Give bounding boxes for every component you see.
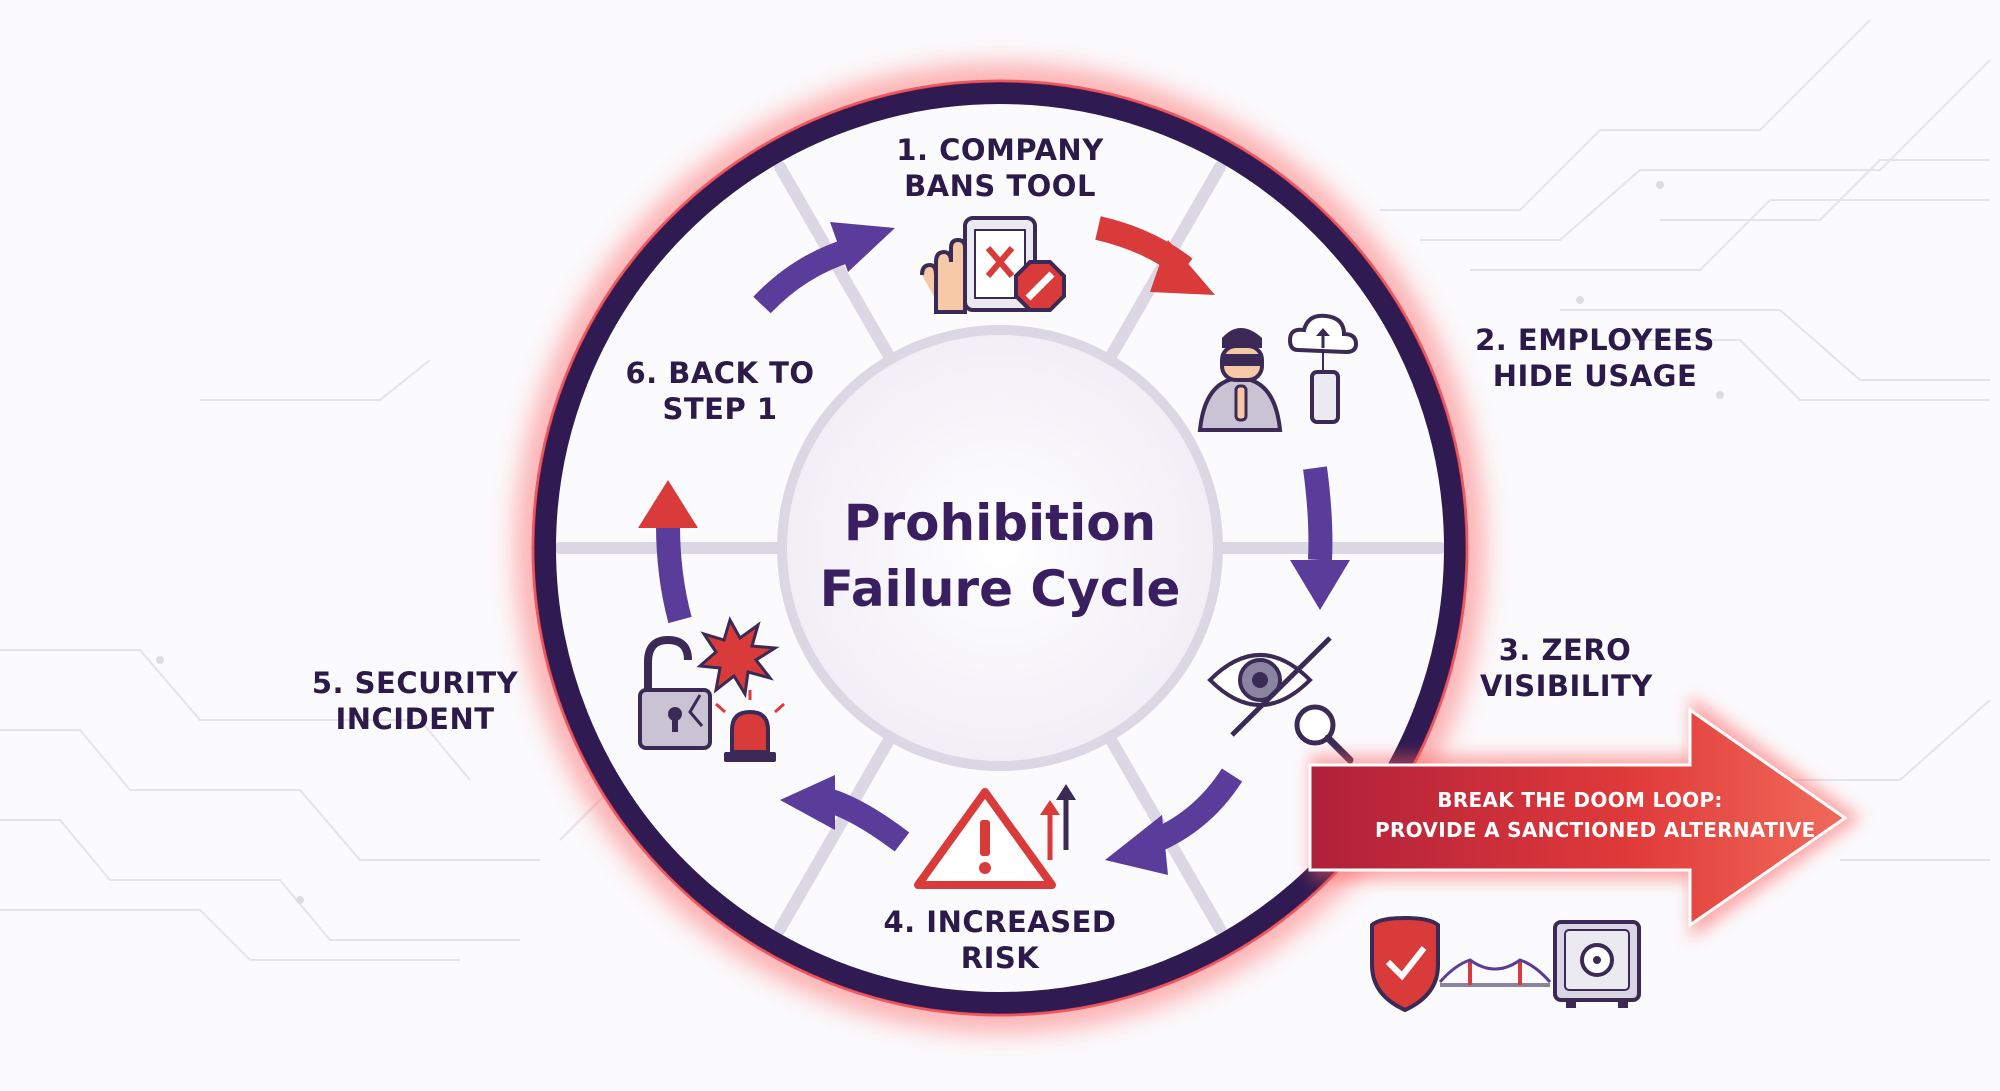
bridge-icon: [1438, 958, 1552, 987]
step-3-line1: 3. ZERO: [1498, 633, 1632, 667]
arrow-6-1: [753, 238, 854, 314]
up-arrows-icon: [1040, 784, 1076, 860]
center-title-line1: Prohibition: [843, 494, 1157, 552]
exit-arrow-line1: BREAK THE DOOM LOOP:: [1437, 788, 1723, 812]
step-6-label: 6. BACK TO STEP 1: [610, 355, 830, 427]
cloud-upload-icon: [1287, 313, 1359, 355]
exit-arrow: [1308, 695, 1862, 940]
shield-check-icon: [1370, 915, 1440, 1013]
step-3-label: 3. ZERO VISIBILITY: [1480, 632, 1653, 704]
step-2-line2: HIDE USAGE: [1492, 359, 1698, 393]
explosion-icon: [696, 616, 780, 699]
step-3-line2: VISIBILITY: [1480, 669, 1653, 703]
siren-icon: [715, 690, 785, 762]
hooded-figure-icon: [1197, 328, 1283, 432]
step-1-line1: 1. COMPANY: [896, 133, 1104, 167]
center-circle: [777, 325, 1223, 771]
step4-icons: [914, 784, 1076, 889]
step1-icons: [920, 216, 1066, 314]
step-5-line1: 5. SECURITY: [311, 666, 519, 700]
step-2-line1: 2. EMPLOYEES: [1475, 323, 1715, 357]
step3-icons: [1207, 636, 1354, 764]
step-1-label: 1. COMPANY BANS TOOL: [880, 132, 1120, 204]
no-entry-icon: [1014, 260, 1066, 312]
alternative-icons: [1370, 915, 1641, 1013]
broken-padlock-icon: [638, 635, 712, 750]
step2-icons: [1197, 313, 1359, 432]
exit-arrow-label: BREAK THE DOOM LOOP: PROVIDE A SANCTIONE…: [1375, 785, 1816, 845]
step-6-line2: STEP 1: [662, 392, 778, 426]
arrow-1-2-head: [1150, 240, 1215, 295]
arrow-6-1-head: [830, 222, 895, 272]
center-title-line2: Failure Cycle: [819, 560, 1181, 618]
crossed-eye-icon: [1207, 636, 1332, 737]
step-4-label: 4. INCREASED RISK: [880, 904, 1120, 976]
safe-icon: [1553, 920, 1641, 1008]
step-4-line2: RISK: [960, 941, 1040, 975]
arrow-2-3-head: [1290, 560, 1350, 610]
step-4-line1: 4. INCREASED: [883, 905, 1117, 939]
phone-icon: [1310, 352, 1340, 424]
cycle-arrows: [638, 216, 1350, 875]
step-5-line2: INCIDENT: [335, 702, 495, 736]
circuit-nodes: [156, 181, 1724, 904]
outer-ring: [534, 82, 1466, 1014]
arrow-2-3: [1303, 466, 1333, 561]
warning-triangle-icon: [914, 788, 1056, 889]
center-title: Prohibition Failure Cycle: [780, 490, 1220, 622]
arrow-4-5-head: [780, 775, 835, 830]
step-6-line1: 6. BACK TO: [625, 356, 815, 390]
raised-hand-icon: [920, 237, 967, 314]
arrow-3-4-head: [1105, 815, 1168, 875]
step-5-label: 5. SECURITY INCIDENT: [310, 665, 520, 737]
outer-ring-red-edge: [531, 79, 1469, 1017]
magnifier-icon: [1294, 704, 1354, 764]
step-1-line2: BANS TOOL: [904, 169, 1096, 203]
step-2-label: 2. EMPLOYEES HIDE USAGE: [1460, 322, 1730, 394]
arrow-5-6-head: [638, 480, 698, 528]
arrow-5-6: [656, 524, 692, 624]
exit-arrow-line2: PROVIDE A SANCTIONED ALTERNATIVE: [1375, 818, 1816, 842]
step5-icons: [638, 616, 785, 762]
